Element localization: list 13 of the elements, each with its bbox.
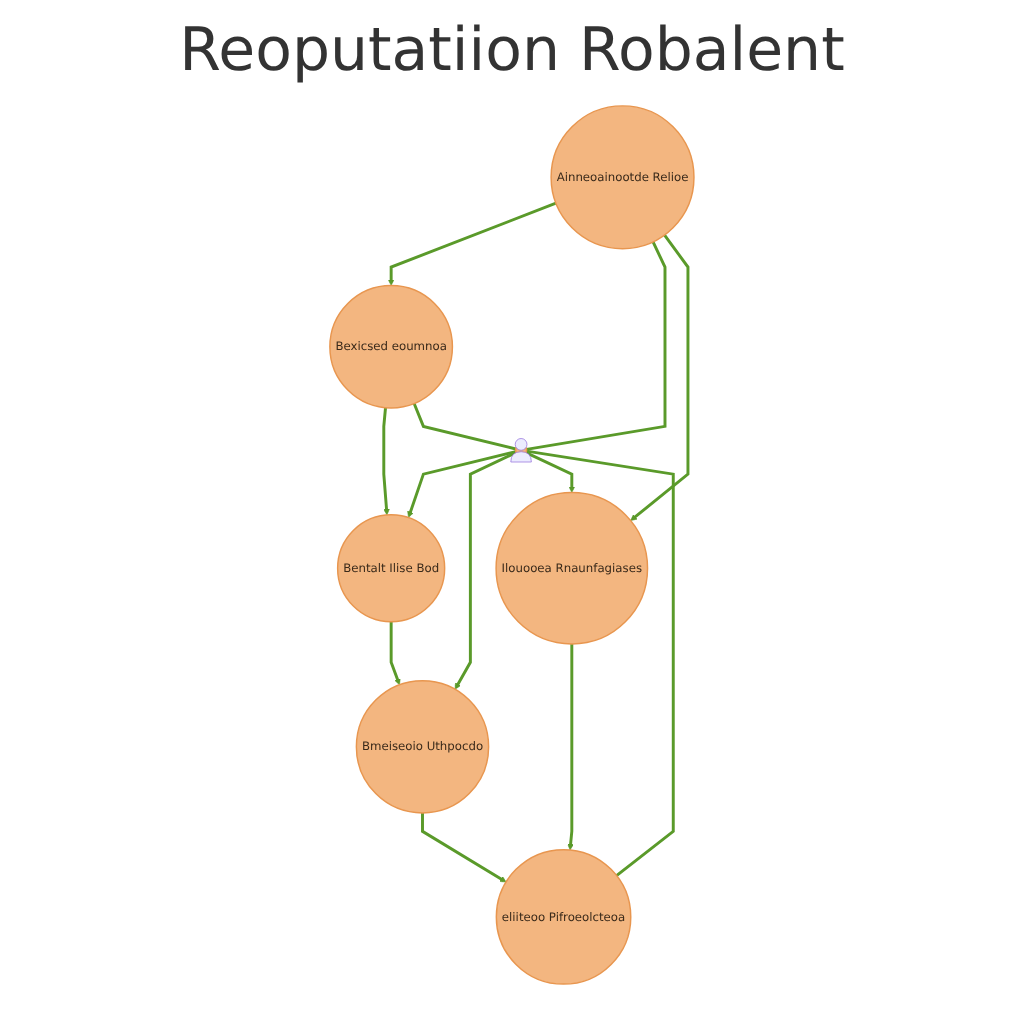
connector xyxy=(526,448,675,876)
arrow xyxy=(567,642,574,850)
arrow xyxy=(454,450,517,689)
arrow xyxy=(630,233,690,520)
connector xyxy=(412,401,517,450)
arrow xyxy=(388,200,557,285)
arrow xyxy=(389,620,401,685)
arrow xyxy=(407,449,517,517)
arrow xyxy=(525,450,576,492)
arrow xyxy=(382,406,390,515)
connector xyxy=(526,240,667,450)
arrow xyxy=(421,811,507,882)
title: Reoputatiion Robalent xyxy=(177,16,847,86)
